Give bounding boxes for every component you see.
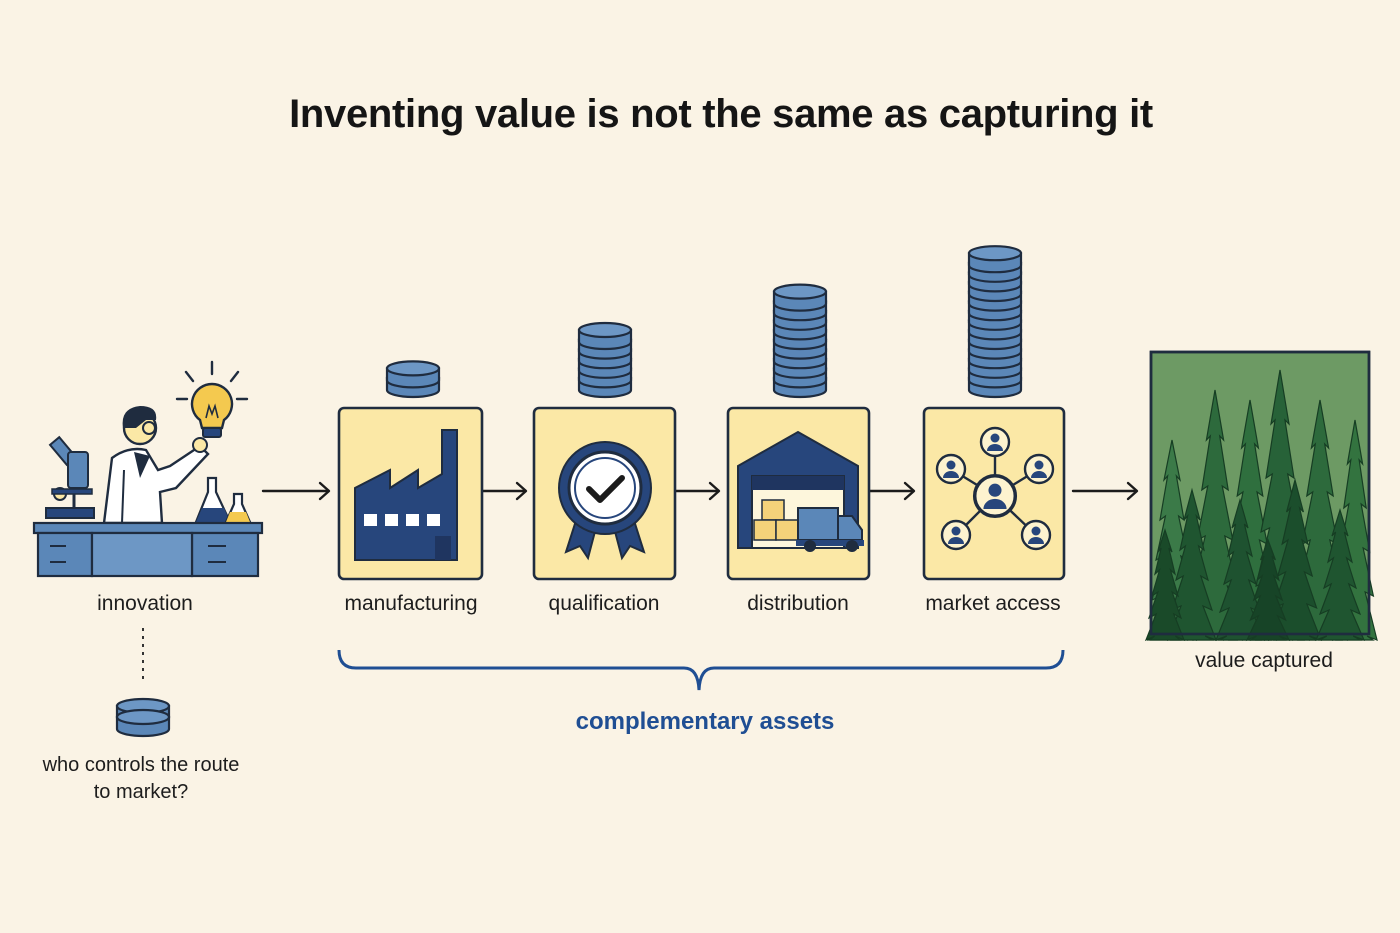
innovation-label: innovation <box>97 592 193 615</box>
arrow-icon <box>673 481 721 501</box>
complementary-assets-label: complementary assets <box>575 708 835 735</box>
tree-icon <box>1214 497 1266 642</box>
stage-label-qualification: qualification <box>548 592 660 615</box>
innovation-scene-icon <box>32 360 264 578</box>
coin-stack-manufacturing <box>385 360 441 399</box>
tree-icon <box>1166 487 1218 642</box>
value-captured-label: value captured <box>1195 649 1333 672</box>
stage-label-distribution: distribution <box>747 592 849 615</box>
coin-icon <box>967 245 1023 274</box>
coin-icon <box>115 708 171 738</box>
stage-box-distribution <box>726 406 871 581</box>
coin-stack-qualification <box>577 321 633 399</box>
factory-icon <box>354 429 458 561</box>
tree-icon <box>1314 507 1366 642</box>
coin-icon <box>385 360 441 389</box>
coin-stack-distribution <box>772 283 828 399</box>
network-icon <box>935 426 1055 551</box>
stage-box-qualification <box>532 406 677 581</box>
arrow-icon <box>868 481 916 501</box>
coin-stacks <box>385 245 1023 399</box>
arrow-icon <box>261 481 331 501</box>
stage-label-manufacturing: manufacturing <box>344 592 478 615</box>
coin-icon <box>577 321 633 351</box>
tree-icon <box>1245 538 1291 642</box>
award-badge-icon <box>558 441 652 561</box>
stage-box-market-access <box>922 406 1066 581</box>
forest-icon <box>1144 350 1378 642</box>
arrow-icon <box>481 481 528 501</box>
coin-icon <box>772 283 828 312</box>
coin-stack-market-access <box>967 245 1023 399</box>
tree-icon <box>1144 528 1186 642</box>
stage-label-market-access: market access <box>925 592 1061 615</box>
complementary-assets-brace <box>337 649 1065 691</box>
route-to-market-question: who controls the route to market? <box>42 754 240 803</box>
diagram-title: Inventing value is not the same as captu… <box>289 92 1153 136</box>
warehouse-truck-icon <box>737 430 864 552</box>
stage-box-manufacturing <box>337 406 484 581</box>
arrow-icon <box>1071 481 1139 501</box>
